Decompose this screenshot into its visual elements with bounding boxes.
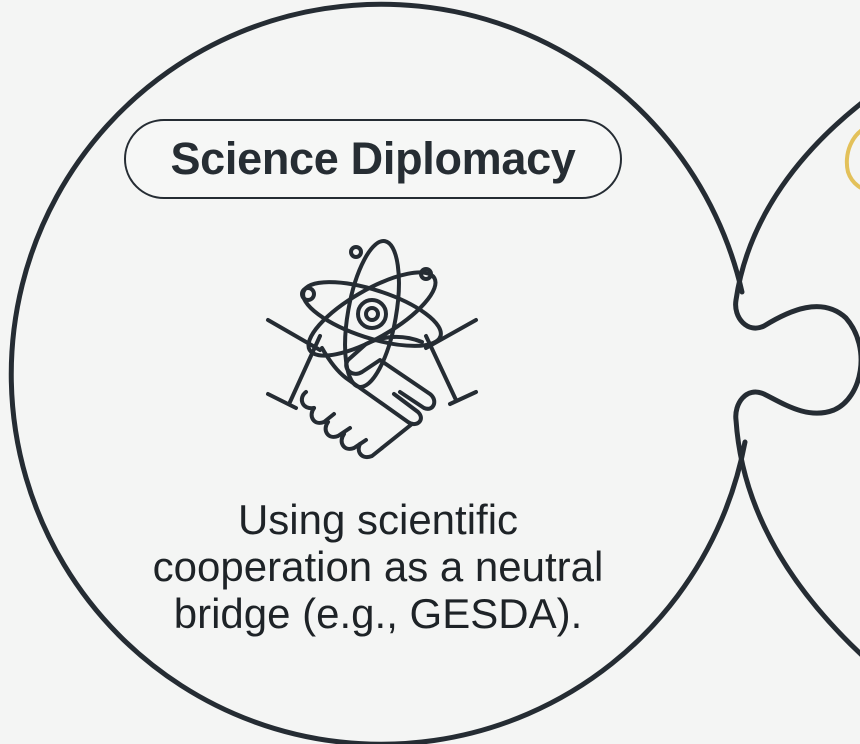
card-description: Using scientific cooperation as a neutra…	[100, 496, 656, 637]
title-badge: Science Diplomacy	[124, 119, 622, 199]
atom-handshake-icon	[266, 239, 478, 459]
card-title: Science Diplomacy	[170, 133, 576, 184]
description-line-3: bridge (e.g., GESDA).	[173, 590, 583, 637]
next-card-badge-edge	[844, 129, 860, 190]
description-line-2: cooperation as a neutral	[152, 543, 604, 590]
next-card-outline	[733, 101, 860, 657]
description-line-1: Using scientific	[237, 496, 519, 543]
science-diplomacy-circle	[8, 1, 748, 744]
